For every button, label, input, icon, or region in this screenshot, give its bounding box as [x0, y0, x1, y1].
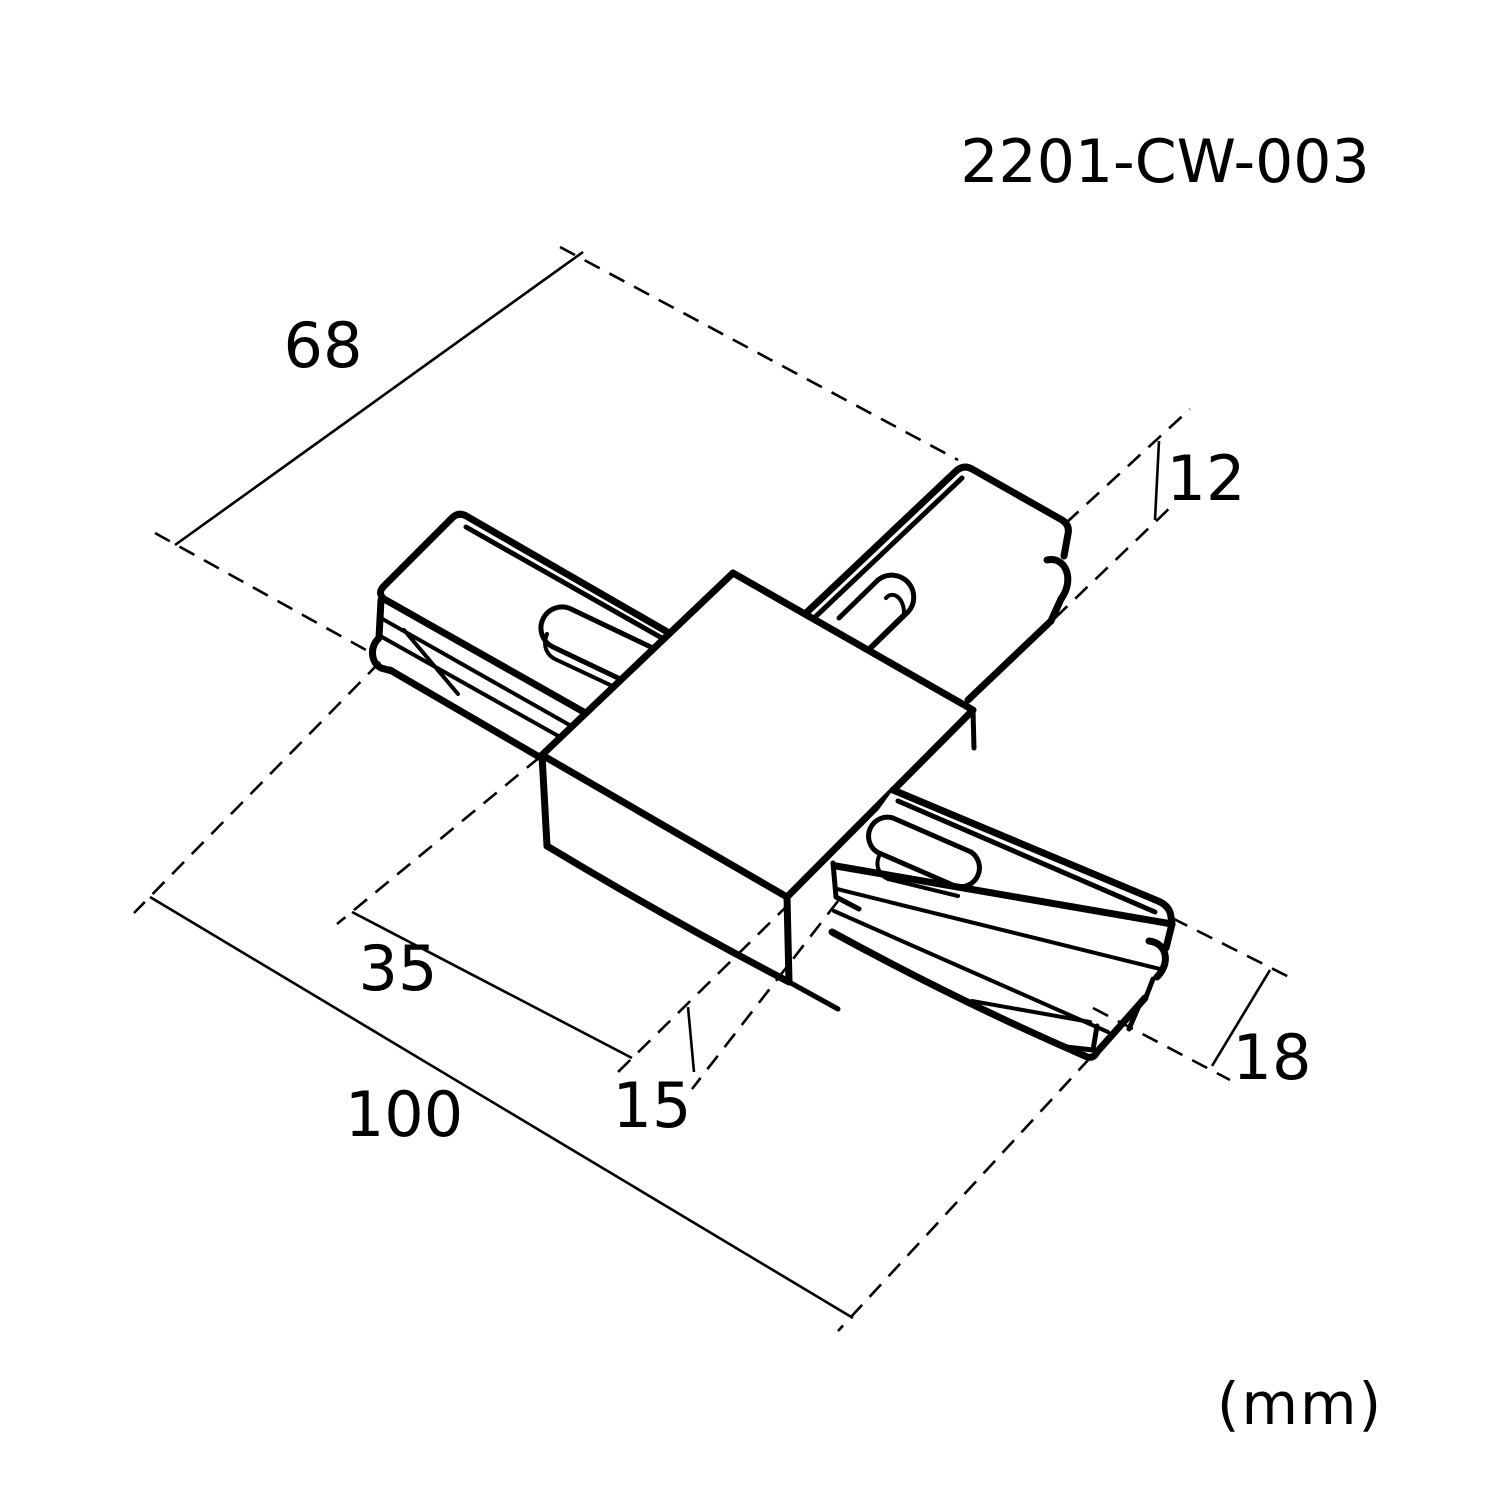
center-body	[538, 569, 977, 1012]
part-number: 2201-CW-003	[960, 127, 1369, 197]
dimension-12: 12	[1054, 408, 1246, 619]
dimension-18-label: 18	[1233, 1021, 1312, 1094]
units-label: (mm)	[1217, 1370, 1383, 1438]
dimension-35: 35	[336, 755, 791, 1073]
stem-arm	[801, 463, 1072, 704]
dimension-18: 18	[1092, 916, 1312, 1094]
dimension-12-label: 12	[1167, 442, 1246, 515]
dimension-15-label: 15	[613, 1069, 692, 1142]
right-rail-arm	[828, 786, 1176, 1061]
dimension-35-label: 35	[359, 932, 438, 1005]
dimension-100: 100	[133, 661, 1091, 1332]
dimension-100-label: 100	[345, 1078, 463, 1151]
dimension-15: 15	[613, 900, 840, 1142]
dimension-68: 68	[154, 245, 959, 657]
dimension-68-label: 68	[284, 309, 363, 382]
